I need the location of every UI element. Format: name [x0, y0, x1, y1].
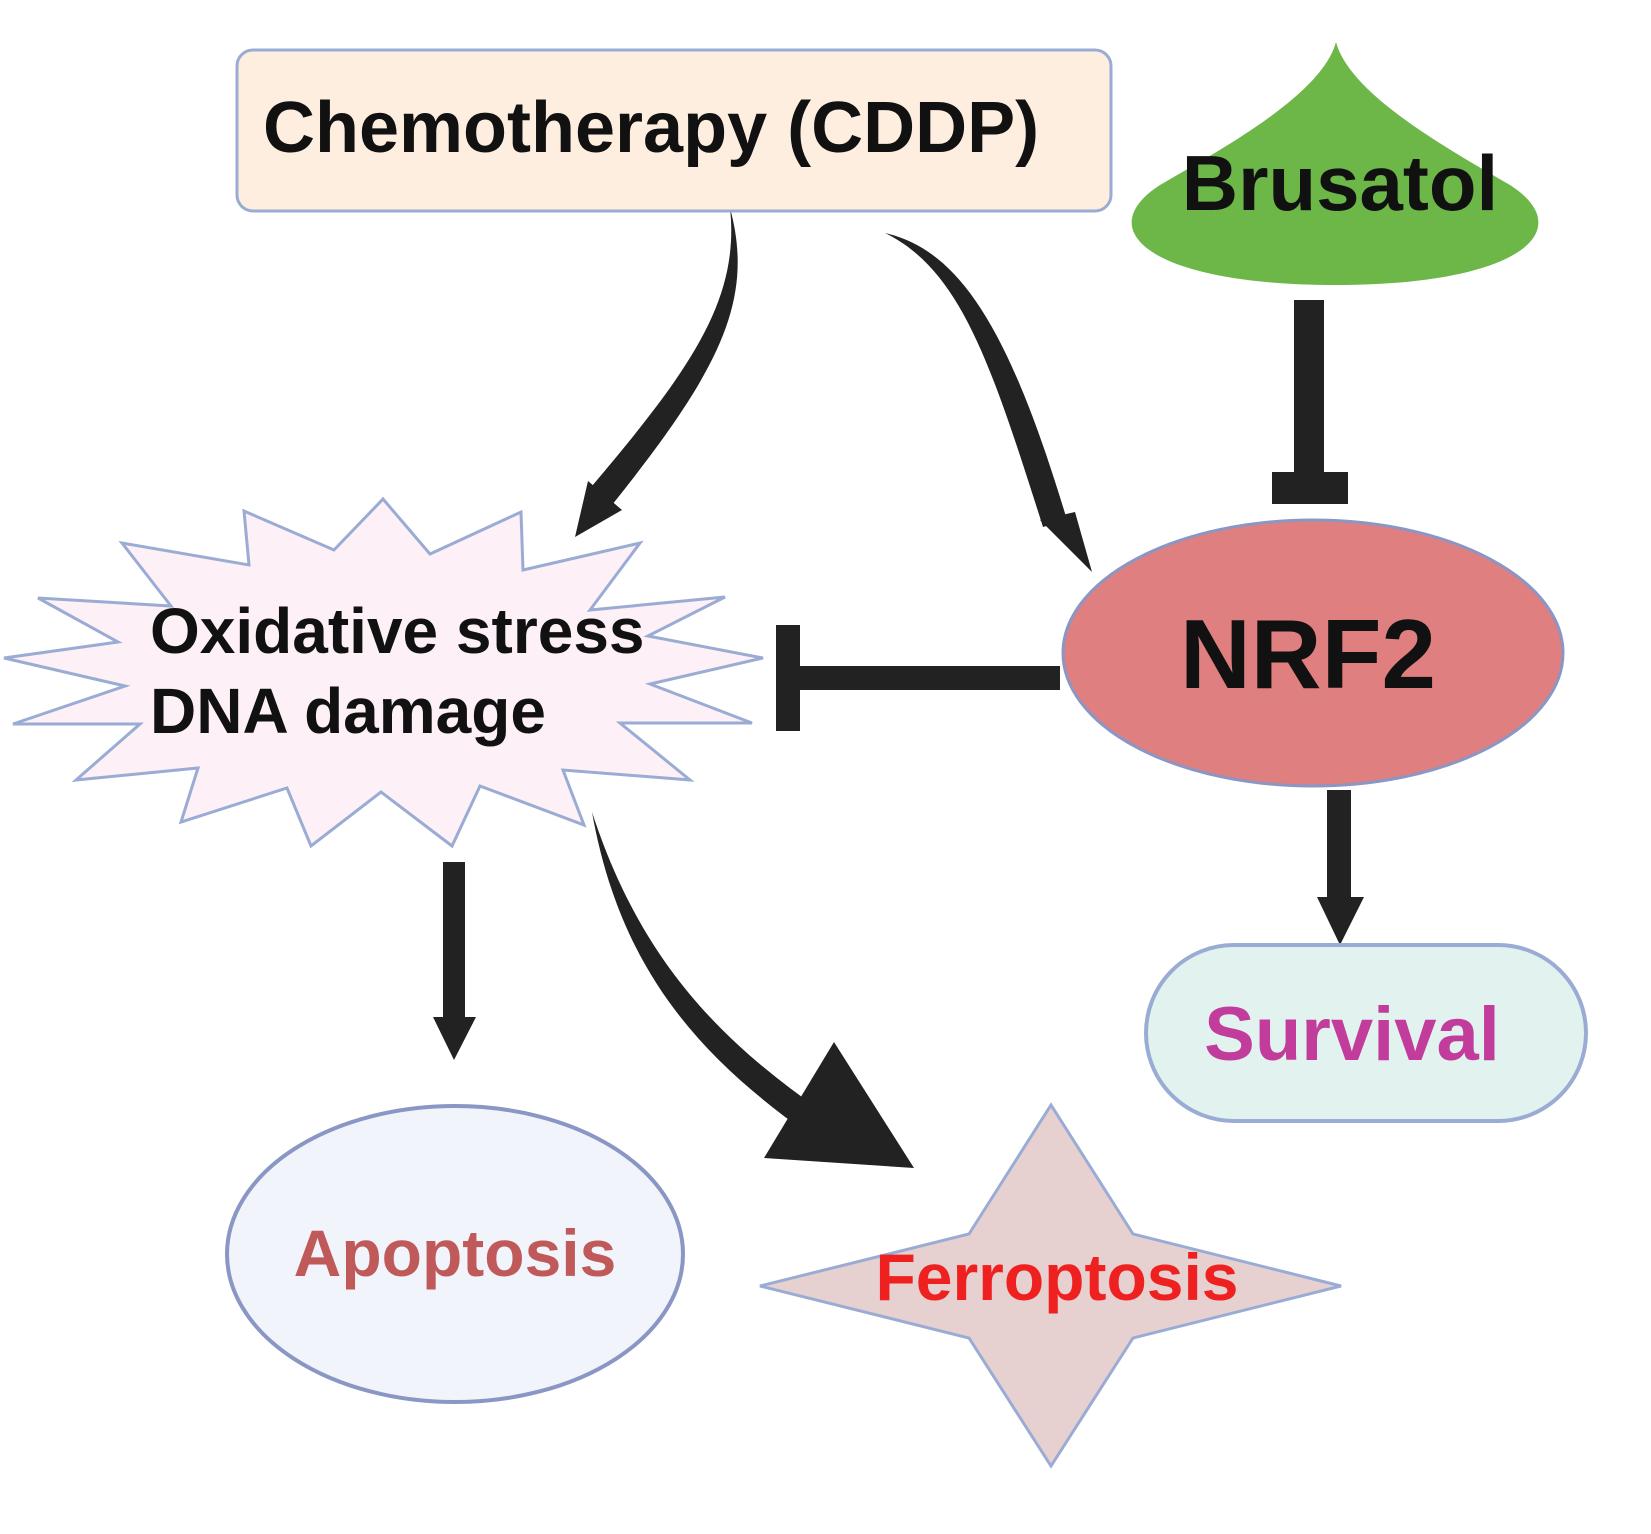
edge-nrf2-to-survival-head: [1317, 897, 1364, 945]
edge-chemo-to-stress: [592, 208, 738, 505]
stress-label-line2: DNA damage: [150, 675, 546, 747]
nrf2-node: NRF2: [1061, 518, 1565, 788]
stress-starburst-shape: [3, 496, 764, 849]
edge-brusatol-inhibits-nrf2-bar: [1272, 472, 1348, 504]
apoptosis-ellipse: [225, 1104, 685, 1404]
chemotherapy-label: Chemotherapy (CDDP): [263, 88, 1039, 168]
edge-nrf2-to-survival: [1327, 790, 1351, 900]
survival-pill: [1144, 943, 1588, 1123]
brusatol-node: Brusatol: [1131, 42, 1539, 285]
edge-chemo-to-nrf2-head: [1040, 512, 1092, 572]
survival-node: Survival: [1144, 943, 1588, 1123]
apoptosis-node: Apoptosis: [225, 1104, 685, 1404]
ferroptosis-label: Ferroptosis: [875, 1240, 1238, 1314]
edge-chemo-to-stress-head: [575, 481, 622, 537]
ferroptosis-node: Ferroptosis: [759, 1102, 1342, 1469]
edge-stress-to-ferroptosis-head: [764, 1042, 914, 1168]
nrf2-label: NRF2: [1180, 599, 1436, 709]
ferroptosis-star-shape: [759, 1102, 1342, 1469]
brusatol-label: Brusatol: [1182, 139, 1498, 227]
edge-chemo-to-nrf2: [885, 233, 1067, 527]
edges: [433, 208, 1364, 1168]
nrf2-ellipse: [1061, 518, 1565, 788]
edge-brusatol-inhibits-nrf2: [1294, 300, 1324, 480]
edge-stress-to-apoptosis: [443, 862, 465, 1022]
chemotherapy-box: [235, 48, 1113, 213]
survival-label: Survival: [1204, 992, 1500, 1077]
stress-node: Oxidative stress DNA damage: [3, 496, 764, 849]
edge-stress-to-ferroptosis: [592, 812, 820, 1128]
edge-stress-to-apoptosis-head: [433, 1017, 476, 1060]
chemotherapy-node: Chemotherapy (CDDP): [235, 48, 1113, 213]
apoptosis-label: Apoptosis: [294, 1216, 617, 1290]
edge-nrf2-inhibits-stress: [788, 666, 1060, 690]
brusatol-leaf-shape: [1131, 42, 1539, 285]
edge-nrf2-inhibits-stress-bar: [776, 625, 800, 731]
stress-label-line1: Oxidative stress: [150, 595, 645, 667]
